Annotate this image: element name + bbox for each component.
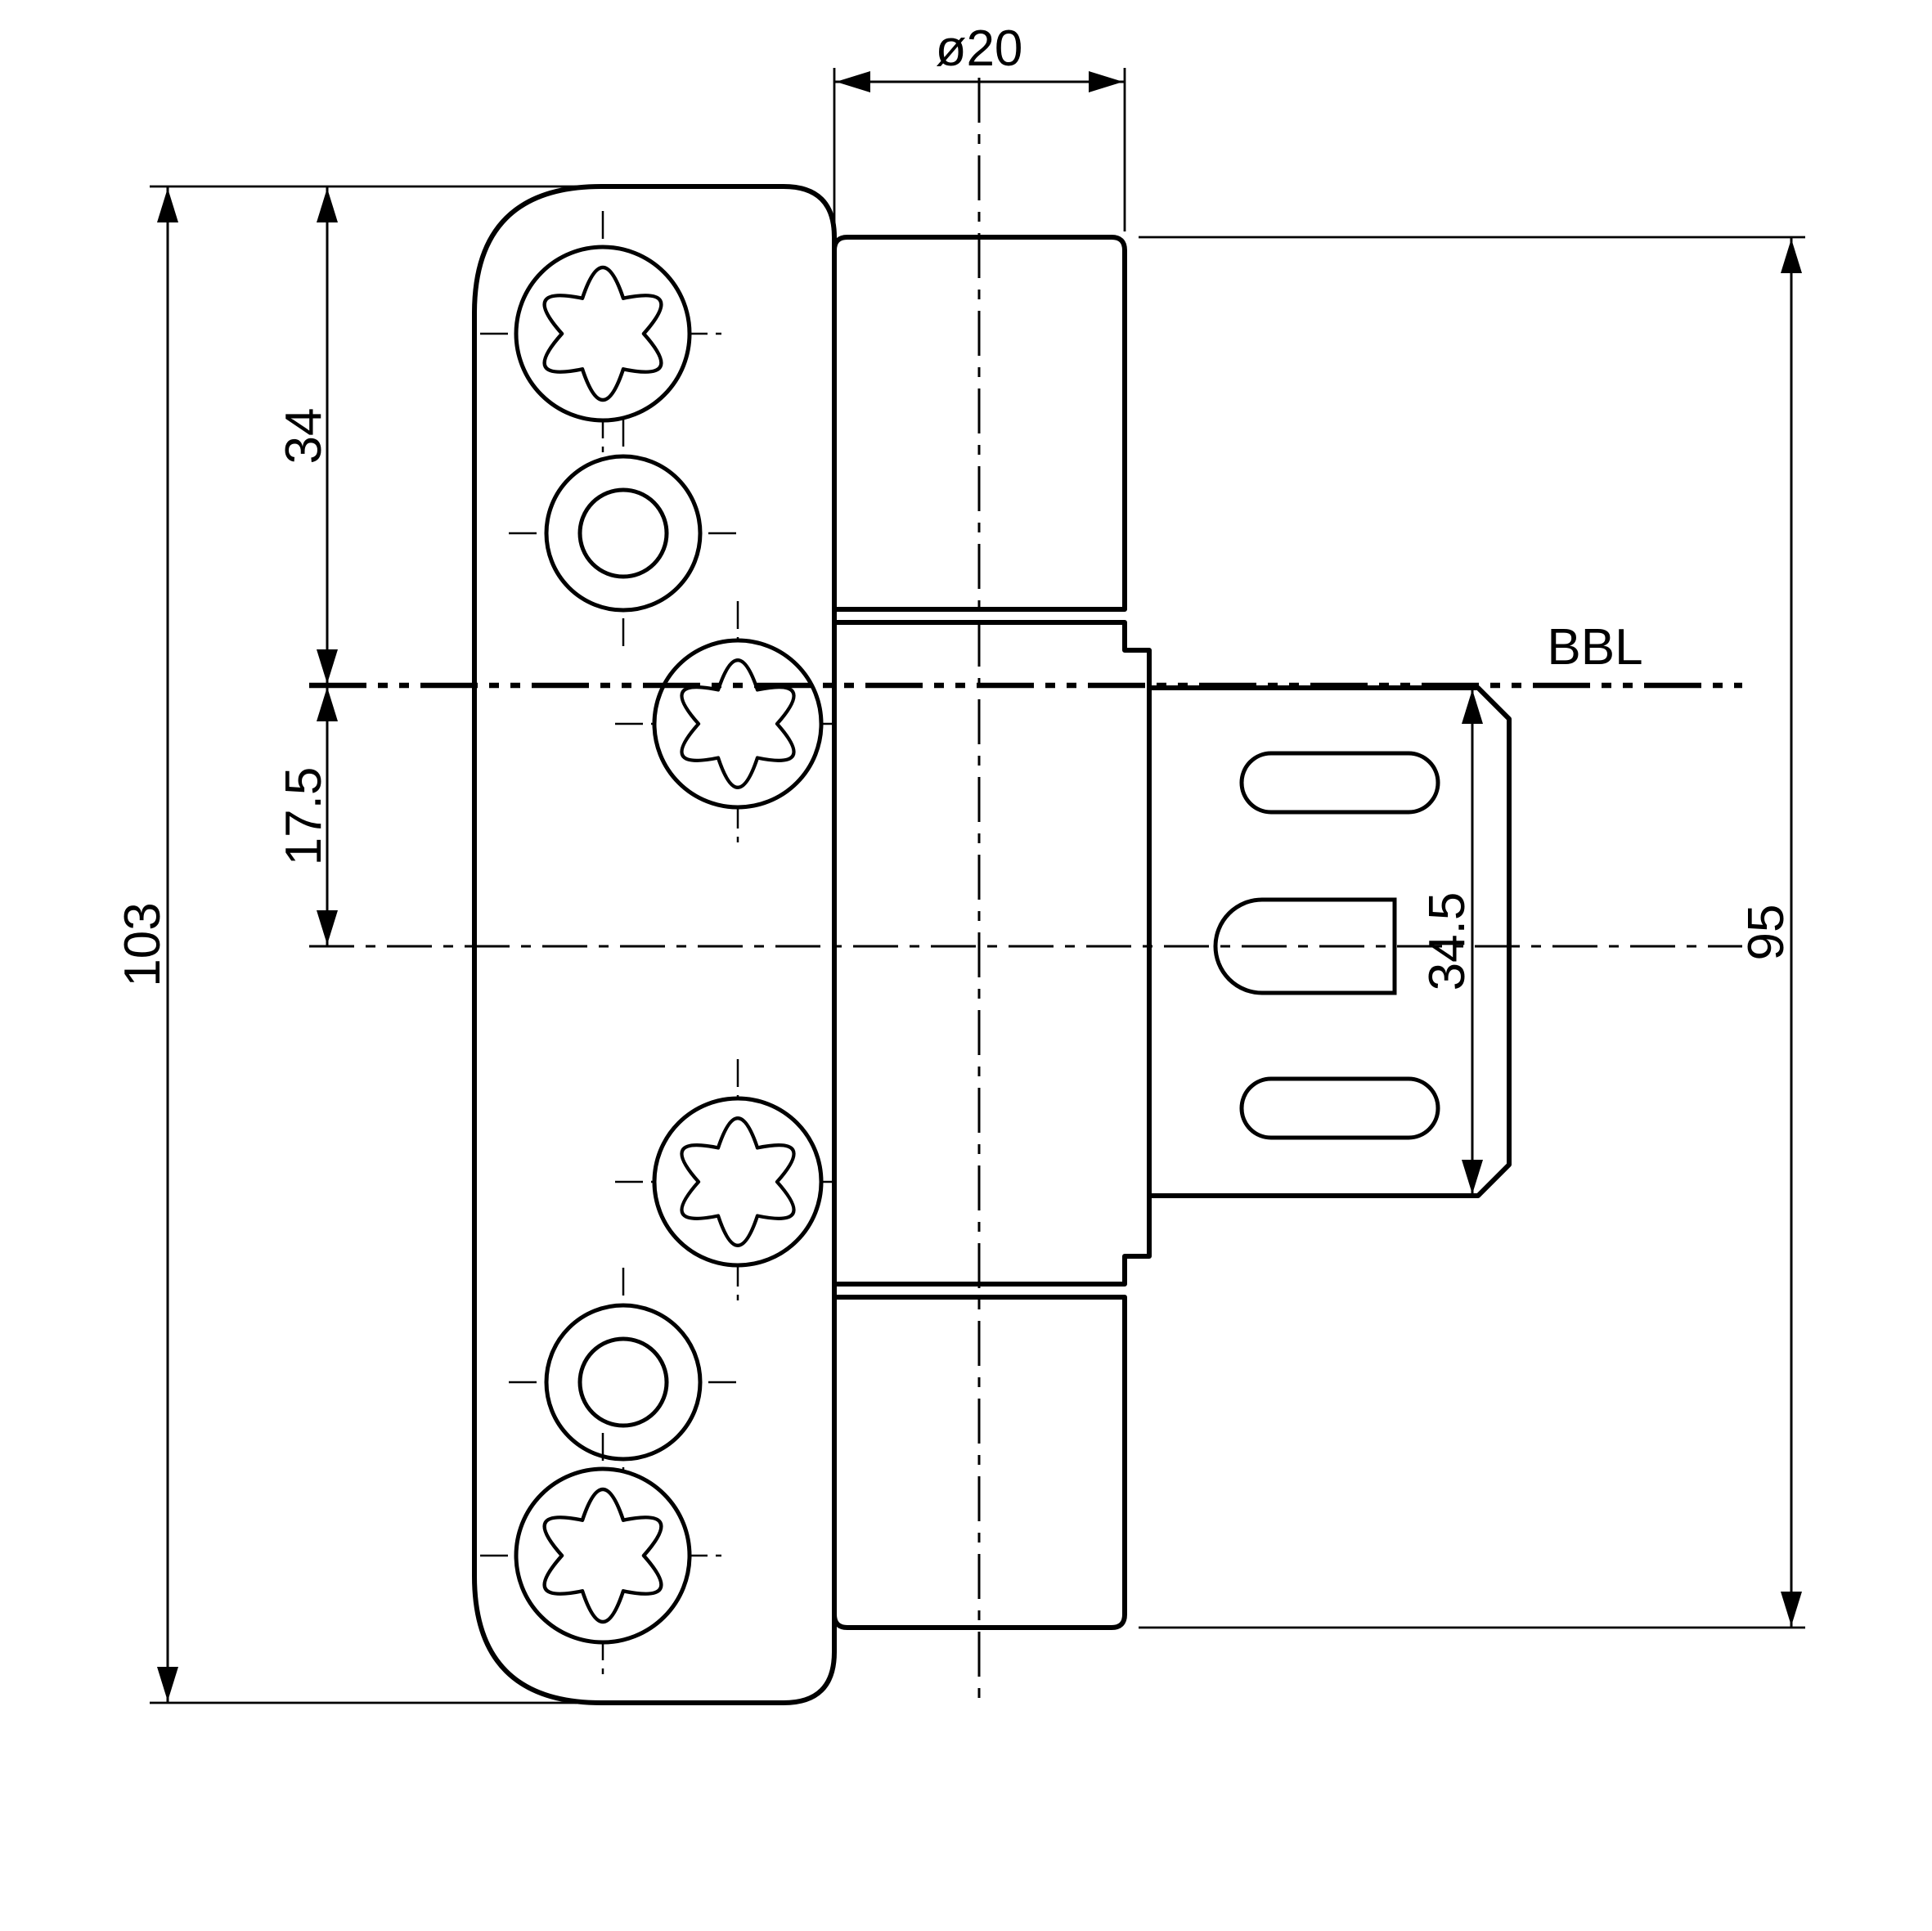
dimension-plate-height: 103 [115, 185, 577, 1704]
dim-label-103: 103 [115, 902, 171, 986]
dim-label-17-5: 17.5 [276, 767, 332, 866]
dimension-barrel-height: 95 [1139, 236, 1805, 1629]
torx-screw-bbl [615, 601, 860, 846]
leaf-plate-outline [472, 184, 837, 1705]
dimension-barrel-diameter: ø20 [833, 20, 1126, 231]
dim-label-34: 34 [276, 408, 332, 465]
torx-screw-bottom [480, 1433, 726, 1678]
dim-label-95: 95 [1738, 905, 1795, 961]
bracket-slot-bottom [1239, 1076, 1440, 1140]
dimensions: 103 34 17.5 ø20 [115, 20, 1805, 1704]
dimension-top-to-bbl: 34 [276, 186, 338, 685]
torx-screw-mid-lower [615, 1059, 860, 1305]
reference-lines: BBL [309, 78, 1742, 1705]
socket-hole-bottom [509, 1268, 738, 1497]
plate-screws [480, 211, 860, 1678]
dim-label-diameter: ø20 [936, 20, 1023, 77]
frame-bracket [1147, 685, 1512, 1198]
barrel-knuckle-middle [832, 620, 1152, 1287]
hinge-leaf-plate [472, 184, 837, 1705]
torx-screw-top [480, 211, 726, 456]
bbl-label: BBL [1547, 619, 1642, 676]
hinge-barrel [832, 235, 1152, 1630]
dim-label-34-5: 34.5 [1419, 892, 1476, 991]
socket-hole-top [509, 419, 738, 648]
dimension-bbl-to-center: 17.5 [276, 685, 338, 946]
bracket-slot-top [1239, 751, 1440, 815]
dimension-bracket-span: 34.5 [1419, 688, 1483, 1196]
